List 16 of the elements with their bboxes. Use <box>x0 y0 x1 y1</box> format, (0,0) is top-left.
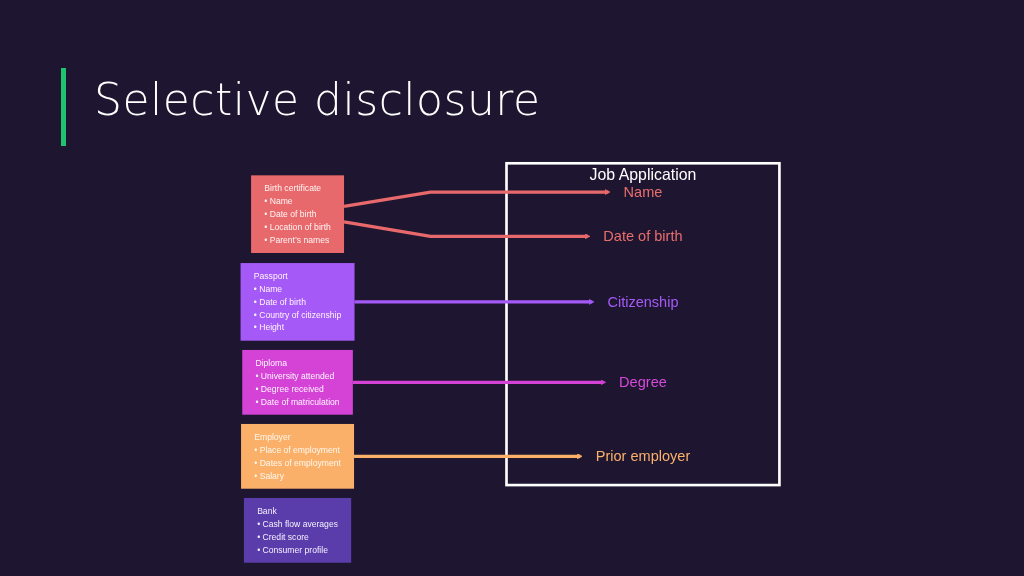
arrow <box>352 379 607 386</box>
node-box: Employer • Place of employment • Dates of employment • Salary <box>241 423 355 489</box>
arrow <box>354 453 583 460</box>
slide-title: Selective disclosure <box>94 74 541 125</box>
node-box: Birth certificate • Name • Date of birth • Location of birth • Parent’s names <box>251 175 345 253</box>
node-text: Prior employer <box>595 448 691 465</box>
node-box: Diploma • University attended • Degree received • Date of matriculation <box>242 349 353 415</box>
node-box: Passport • Name • Date of birth • Country of citizenship • Height <box>240 263 355 341</box>
arrow <box>343 189 611 209</box>
arrow <box>354 298 595 305</box>
arrow <box>343 220 591 240</box>
node-box: Bank • Cash flow averages • Credit score • Consumer profile <box>243 497 352 563</box>
node-text: Date of birth <box>603 228 683 245</box>
node-text: Name <box>623 183 663 201</box>
node-text: Degree <box>619 374 667 391</box>
node-text: Citizenship <box>607 293 679 311</box>
